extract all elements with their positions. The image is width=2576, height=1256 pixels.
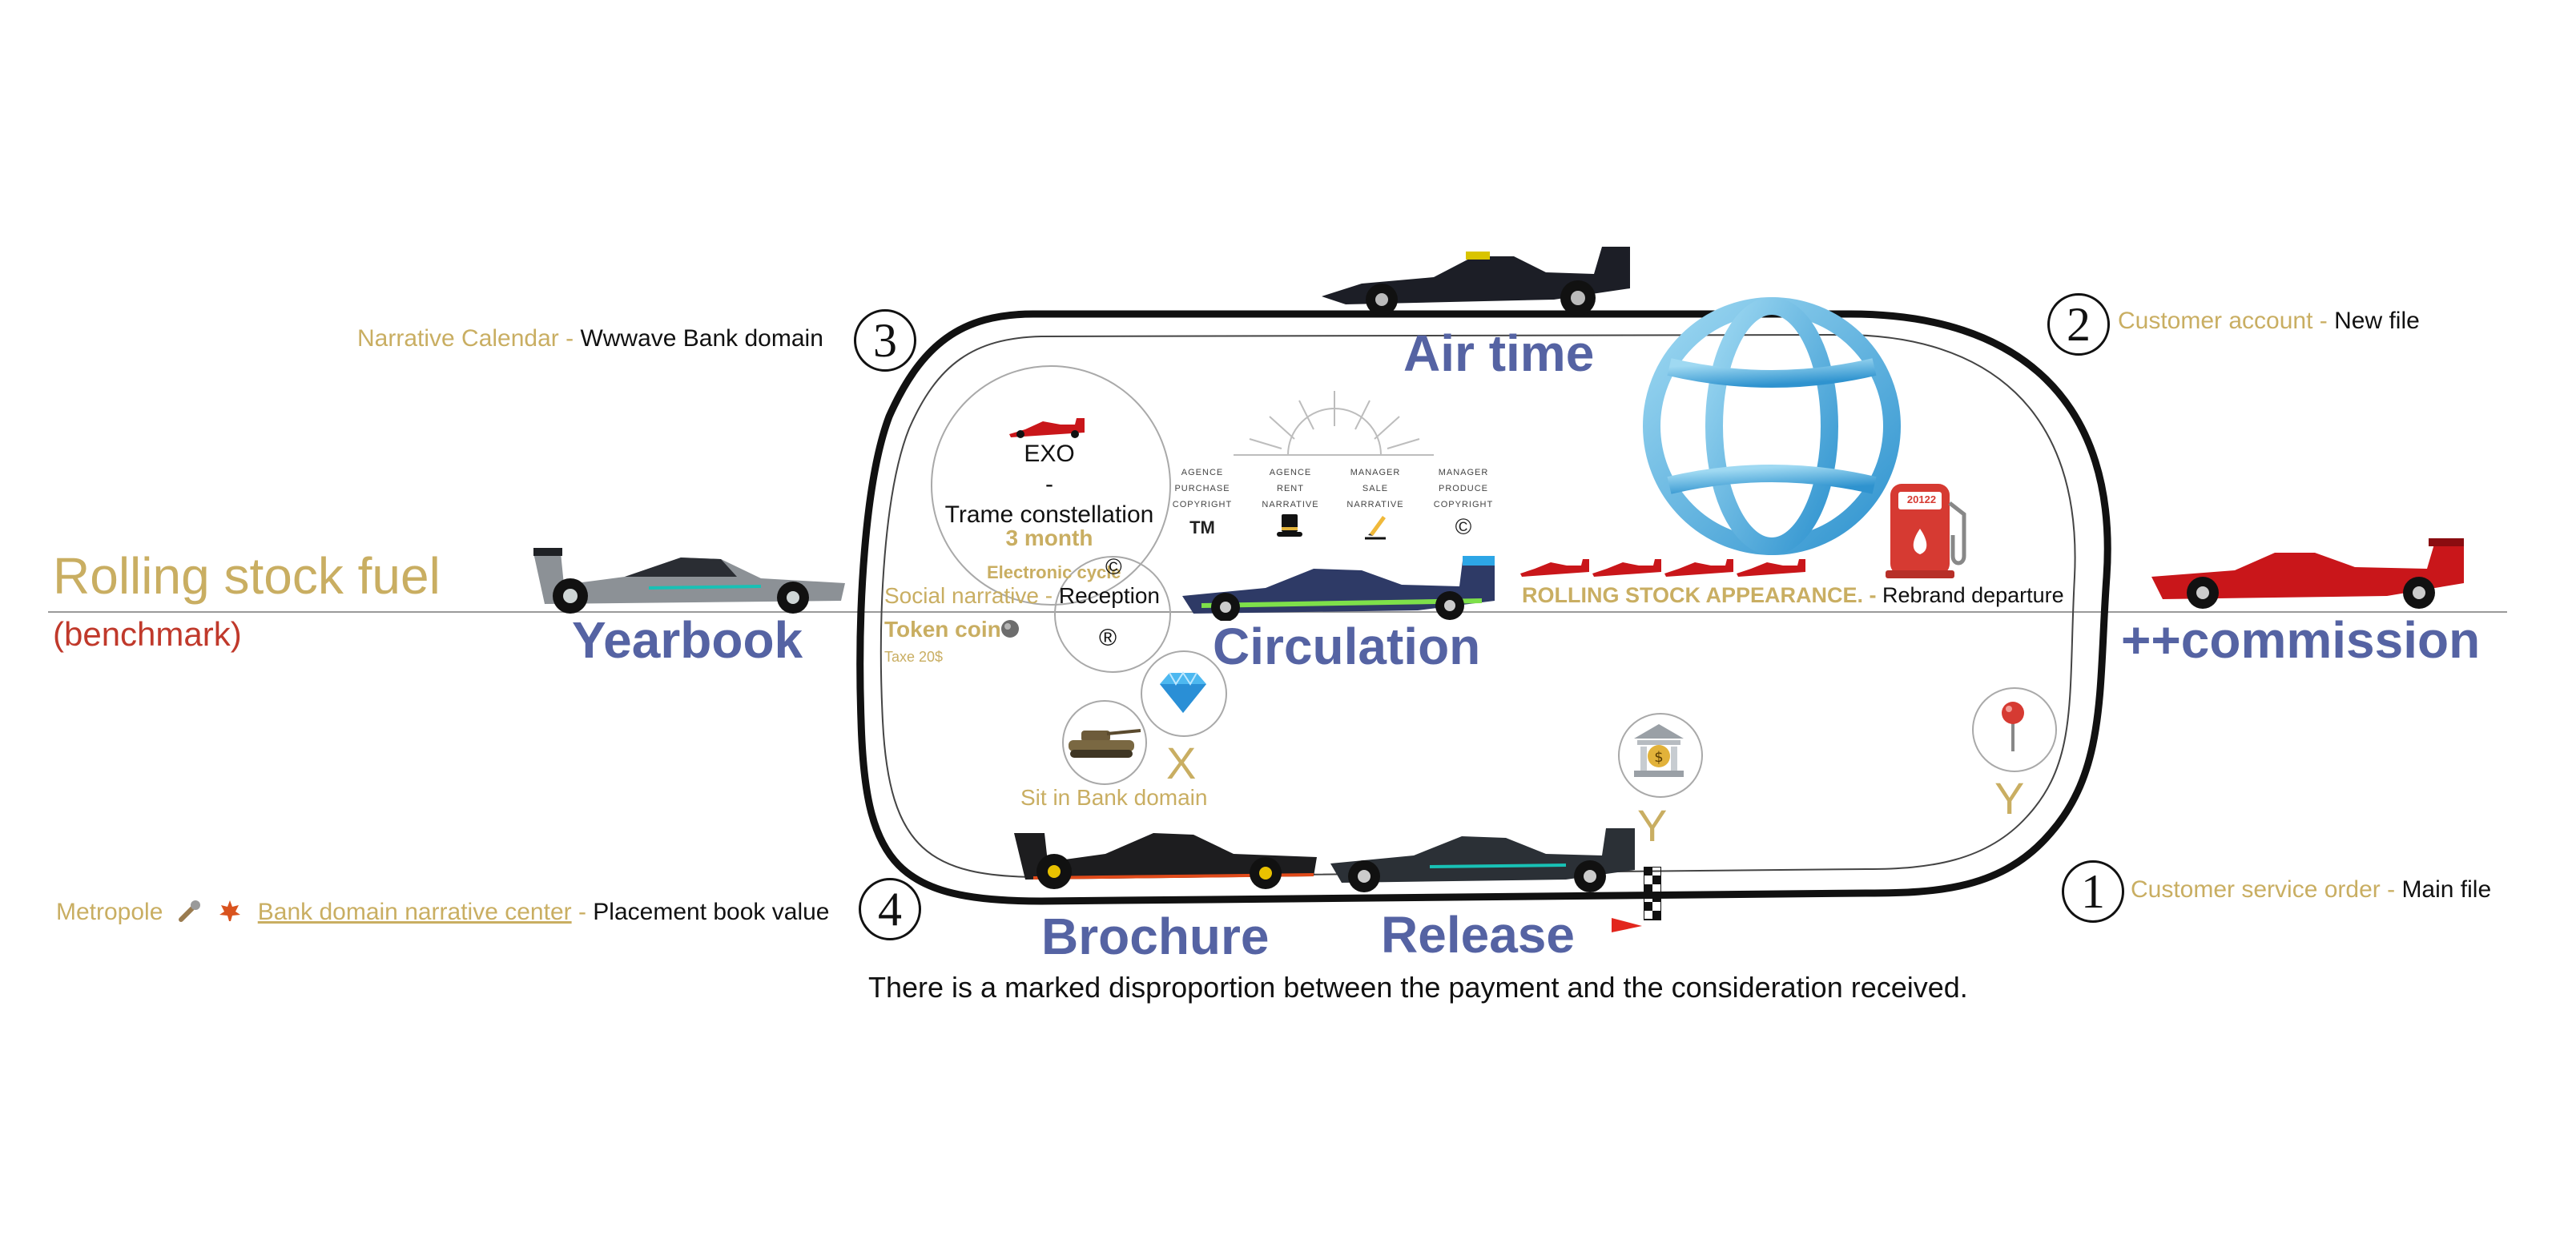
station-2-value: New file: [2334, 308, 2420, 334]
copyright-mark: ©: [1105, 554, 1122, 579]
registered-mark: ®: [1099, 625, 1117, 651]
marker-y-bank: Y: [1637, 800, 1668, 851]
station-2-number: 2: [2047, 293, 2110, 356]
rolling-appearance-value: Rebrand departure: [1882, 583, 2064, 607]
small-red-cars-row: [1520, 559, 1805, 577]
red-flag-icon: [1612, 918, 1642, 932]
bank-icon: $: [1634, 724, 1684, 777]
tank-circle: [1062, 700, 1147, 785]
race-car-red-right: [2151, 538, 2464, 609]
rights-col-2-line-2: RENT: [1277, 484, 1304, 493]
fuel-pump-icon: 20122: [1886, 479, 1974, 580]
rolling-appearance-label: ROLLING STOCK APPEARANCE. -: [1522, 583, 1883, 607]
air-time-label: Air time: [1403, 324, 1595, 382]
exo-line-1: EXO: [1024, 441, 1075, 467]
social-value: Reception: [1058, 583, 1160, 608]
station-2-label: Customer account -: [2118, 308, 2335, 334]
station-1-label: Customer service order -: [2131, 876, 2402, 903]
race-car-black-top: [1322, 247, 1630, 316]
exo-line-3: Trame constellation: [944, 501, 1154, 528]
circulation-label: Circulation: [1213, 618, 1481, 675]
diamond-icon: [1160, 671, 1206, 713]
sit-in-bank-label: Sit in Bank domain: [1020, 785, 1208, 810]
rolling-appearance-text: ROLLING STOCK APPEARANCE. - Rebrand depa…: [1522, 583, 2064, 608]
station-1-text: Customer service order - Main file: [2131, 876, 2491, 904]
rolling-stock-title: Rolling stock fuel: [53, 547, 441, 605]
footer-statement: There is a marked disproportion between …: [868, 971, 1968, 1004]
race-car-silver-left: [533, 548, 845, 614]
rights-col-2: AGENCE RENT NARRATIVE: [1254, 465, 1326, 513]
station-1-value: Main file: [2401, 876, 2492, 903]
station-4-value: Placement book value: [593, 899, 830, 925]
commission-label: ++commission: [2121, 611, 2481, 669]
exo-duration: 3 month: [1005, 525, 1093, 550]
social-label: Social narrative -: [884, 583, 1059, 608]
station-3-value: Wwwave Bank domain: [580, 325, 823, 352]
yearbook-label: Yearbook: [572, 611, 803, 669]
exo-block: EXO - Trame constellation: [931, 439, 1168, 530]
writing-hand-icon: [1365, 516, 1386, 540]
tank-icon: [1069, 729, 1141, 758]
marker-y-pin: Y: [1994, 773, 2025, 823]
race-car-blue-center: [1182, 556, 1495, 621]
maple-leaf-icon: [219, 900, 240, 921]
checkered-flag-icon: [1644, 867, 1661, 920]
rights-col-1-line-3: COPYRIGHT: [1172, 500, 1233, 509]
rights-col-4-line-3: COPYRIGHT: [1433, 500, 1494, 509]
rights-col-3-line-3: NARRATIVE: [1346, 500, 1404, 509]
rights-col-4: MANAGER PRODUCE COPYRIGHT ©: [1427, 465, 1499, 540]
trademark-symbol: TM: [1189, 517, 1215, 537]
exo-line-2: -: [1045, 471, 1053, 497]
marker-x: X: [1166, 738, 1197, 788]
station-1-number: 1: [2062, 860, 2124, 923]
rights-col-3: MANAGER SALE NARRATIVE: [1339, 465, 1411, 513]
social-narrative-text: Social narrative - Reception: [884, 583, 1160, 609]
station-4-label-a: Metropole: [56, 899, 170, 925]
electronic-cycle: Electronic cycle: [987, 562, 1121, 582]
track-inner: [879, 333, 2076, 879]
pin-icon: [2002, 702, 2024, 751]
station-3-text: Narrative Calendar - Wwwave Bank domain: [357, 325, 823, 352]
station-4-text: Metropole Bank domain narrative center -…: [56, 899, 829, 926]
rights-col-4-line-2: PRODUCE: [1438, 484, 1488, 493]
rights-copyright-symbol: ©: [1455, 514, 1472, 539]
rights-col-1: AGENCE PURCHASE COPYRIGHT TM: [1166, 465, 1238, 538]
release-label: Release: [1381, 906, 1575, 964]
rights-col-4-line-1: MANAGER: [1438, 468, 1489, 477]
benchmark-subtitle: (benchmark): [53, 615, 242, 653]
rights-col-2-line-3: NARRATIVE: [1262, 500, 1319, 509]
globe-icon: [1643, 297, 1901, 555]
top-hat-icon: [1277, 514, 1302, 537]
exo-circle: [931, 365, 1171, 606]
registered-circle: [1054, 556, 1171, 673]
track-outer: [856, 310, 2111, 905]
station-3-number: 3: [854, 309, 916, 372]
sun-icon: [1234, 391, 1434, 456]
coin-icon: [1001, 620, 1019, 638]
tax-label: Taxe 20$: [884, 649, 944, 665]
rights-col-3-line-1: MANAGER: [1350, 468, 1401, 477]
rights-col-1-line-2: PURCHASE: [1174, 484, 1230, 493]
station-4-label-b: Bank domain narrative center: [257, 899, 572, 925]
rights-col-3-line-2: SALE: [1362, 484, 1389, 493]
diamond-circle: [1141, 650, 1227, 737]
station-3-label: Narrative Calendar -: [357, 325, 581, 352]
pin-circle: [1972, 687, 2057, 772]
rights-col-2-line-1: AGENCE: [1269, 468, 1312, 477]
token-coin-label: Token coin: [884, 617, 1001, 642]
brochure-label: Brochure: [1041, 908, 1270, 965]
station-2-text: Customer account - New file: [2118, 308, 2420, 335]
bank-circle: [1618, 713, 1703, 798]
race-car-silver-bottom: [1330, 828, 1635, 892]
station-4-label-c: -: [571, 899, 594, 925]
wrench-icon: [179, 900, 200, 922]
svg-text:$: $: [1654, 749, 1663, 766]
station-4-number: 4: [859, 878, 921, 940]
rights-col-1-line-1: AGENCE: [1181, 468, 1224, 477]
fuel-pump-label: 20122: [1906, 493, 1937, 505]
race-car-mclaren-bottom: [1014, 833, 1317, 889]
